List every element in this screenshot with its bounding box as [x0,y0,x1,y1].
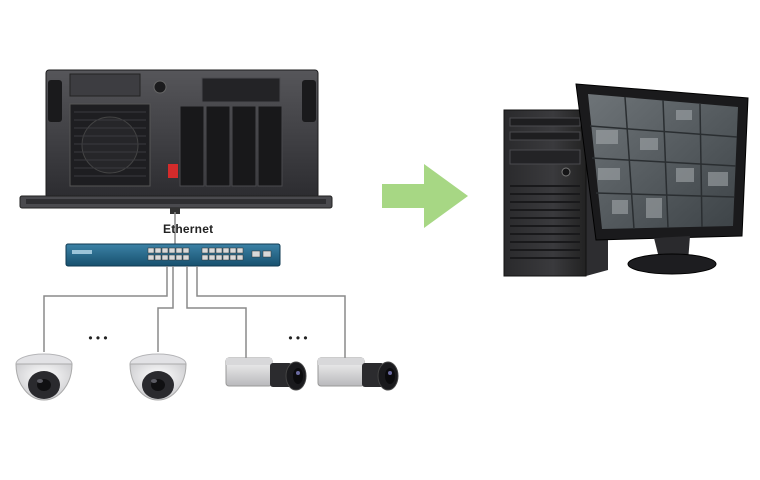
rack-server [19,69,333,214]
monitor [575,83,749,275]
desktop-tower [503,109,608,277]
ethernet-label: Ethernet [163,222,214,236]
video-grid [589,96,738,230]
box-camera [317,357,399,391]
arrow-icon [382,164,468,228]
box-camera [225,357,307,391]
power-button-icon [168,164,178,178]
dome-camera [15,353,73,401]
ellipsis-box: • • • [288,331,307,345]
dome-camera [129,353,187,401]
ethernet-switch [65,243,281,267]
ellipsis-dome: • • • [88,331,107,345]
camera-cabling [43,266,346,360]
